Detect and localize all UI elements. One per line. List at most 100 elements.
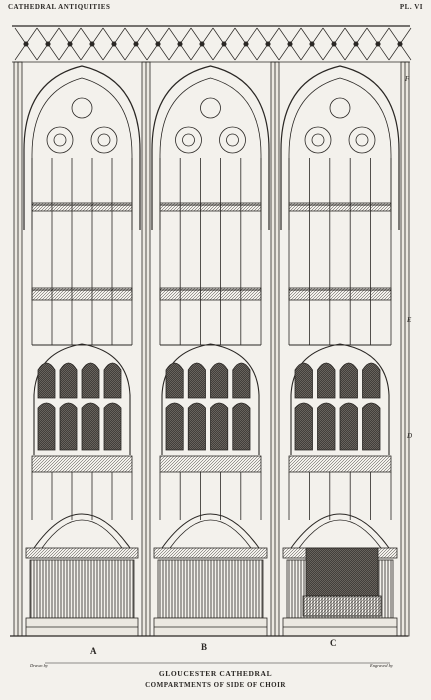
triforium-opening: [294, 362, 313, 399]
header-title: CATHEDRAL ANTIQUITIES: [8, 3, 111, 11]
ornament-band: [159, 202, 262, 212]
tracery-foil: [53, 133, 67, 147]
vault-boss: [287, 41, 293, 47]
vault-boss: [89, 41, 95, 47]
tracery-foil: [226, 133, 239, 147]
tracery-foil: [97, 133, 111, 147]
screen-arch: [161, 513, 260, 549]
triforium-opening: [37, 362, 56, 399]
ornament-band: [31, 287, 133, 301]
triforium-arch: [33, 343, 131, 455]
vault-boss: [177, 41, 183, 47]
screen-cornice: [153, 547, 268, 559]
tracery-roundel: [200, 97, 221, 119]
triforium-opening: [294, 402, 313, 451]
vault-boss: [353, 41, 359, 47]
caption-subtitle: COMPARTMENTS OF SIDE OF CHOIR: [145, 681, 286, 689]
triforium-opening: [59, 362, 78, 399]
vault-ribs: [12, 25, 412, 63]
bay-inner-arch: [31, 77, 133, 230]
vault-boss: [67, 41, 73, 47]
triforium-opening: [362, 402, 381, 451]
vault-boss: [397, 41, 403, 47]
triforium-arch: [290, 343, 390, 455]
tracery-roundel: [71, 97, 93, 119]
mark-e: E: [407, 316, 412, 324]
screen-arch: [290, 513, 390, 549]
tomb-canopy: [305, 547, 379, 597]
bay-arch: [151, 65, 270, 230]
triforium-opening: [232, 362, 251, 399]
bay-inner-arch: [159, 77, 262, 230]
triforium-opening: [37, 402, 56, 451]
triforium-opening: [187, 362, 206, 399]
vault-boss: [155, 41, 161, 47]
tracery-roundel: [219, 126, 246, 154]
plate-number: PL. VI: [399, 3, 423, 11]
vault-boss: [221, 41, 227, 47]
vault-boss: [265, 41, 271, 47]
triforium-opening: [339, 362, 358, 399]
triforium-opening: [317, 402, 336, 451]
bay-arch: [23, 65, 141, 230]
triforium-opening: [339, 402, 358, 451]
bay-inner-arch: [288, 77, 392, 230]
triforium-opening: [165, 362, 184, 399]
triforium-opening: [81, 362, 100, 399]
triforium-opening: [210, 362, 229, 399]
triforium-opening: [165, 402, 184, 451]
screen-grille: [157, 559, 264, 619]
tracery-foil: [355, 133, 369, 147]
ornament-band: [31, 202, 133, 212]
tracery-roundel: [304, 126, 332, 154]
triforium-opening: [103, 362, 122, 399]
mark-c: C: [330, 638, 337, 648]
triforium-opening: [210, 402, 229, 451]
credit-engraved: Engraved by: [370, 663, 393, 668]
screen-arch: [33, 513, 131, 549]
vault-boss: [309, 41, 315, 47]
triforium-arch: [161, 343, 260, 455]
caption-title: GLOUCESTER CATHEDRAL: [158, 669, 273, 678]
triforium-opening: [81, 402, 100, 451]
screen-arch-inner: [41, 519, 123, 549]
vault-boss: [133, 41, 139, 47]
vault-boss: [199, 41, 205, 47]
mark-b: B: [201, 642, 208, 652]
tracery-roundel: [329, 97, 351, 119]
tracery-roundel: [90, 126, 118, 154]
tracery-foil: [311, 133, 325, 147]
screen-arch-inner: [298, 519, 382, 549]
triforium-opening: [103, 402, 122, 451]
mark-d: D: [407, 432, 413, 440]
ornament-band: [288, 455, 392, 473]
tomb-chest: [302, 595, 382, 617]
screen-cornice: [25, 547, 139, 559]
triforium-opening: [232, 402, 251, 451]
tracery-roundel: [175, 126, 202, 154]
mark-a: A: [90, 646, 97, 656]
triforium-opening: [59, 402, 78, 451]
triforium-opening: [187, 402, 206, 451]
vault-boss: [331, 41, 337, 47]
ornament-band: [288, 287, 392, 301]
ornament-band: [159, 287, 262, 301]
bay-arch: [280, 65, 400, 230]
triforium-opening: [362, 362, 381, 399]
tracery-roundel: [348, 126, 376, 154]
tracery-roundel: [46, 126, 74, 154]
vault-boss: [23, 41, 29, 47]
ornament-band: [31, 455, 133, 473]
tracery-foil: [182, 133, 195, 147]
credit-drawn: Drawn by: [30, 663, 48, 668]
ornament-band: [159, 455, 262, 473]
screen-grille: [29, 559, 135, 619]
vault-boss: [111, 41, 117, 47]
mark-f: F: [405, 75, 410, 83]
triforium-opening: [317, 362, 336, 399]
ornament-band: [288, 202, 392, 212]
vault-boss: [45, 41, 51, 47]
vault-boss: [243, 41, 249, 47]
vault-boss: [375, 41, 381, 47]
